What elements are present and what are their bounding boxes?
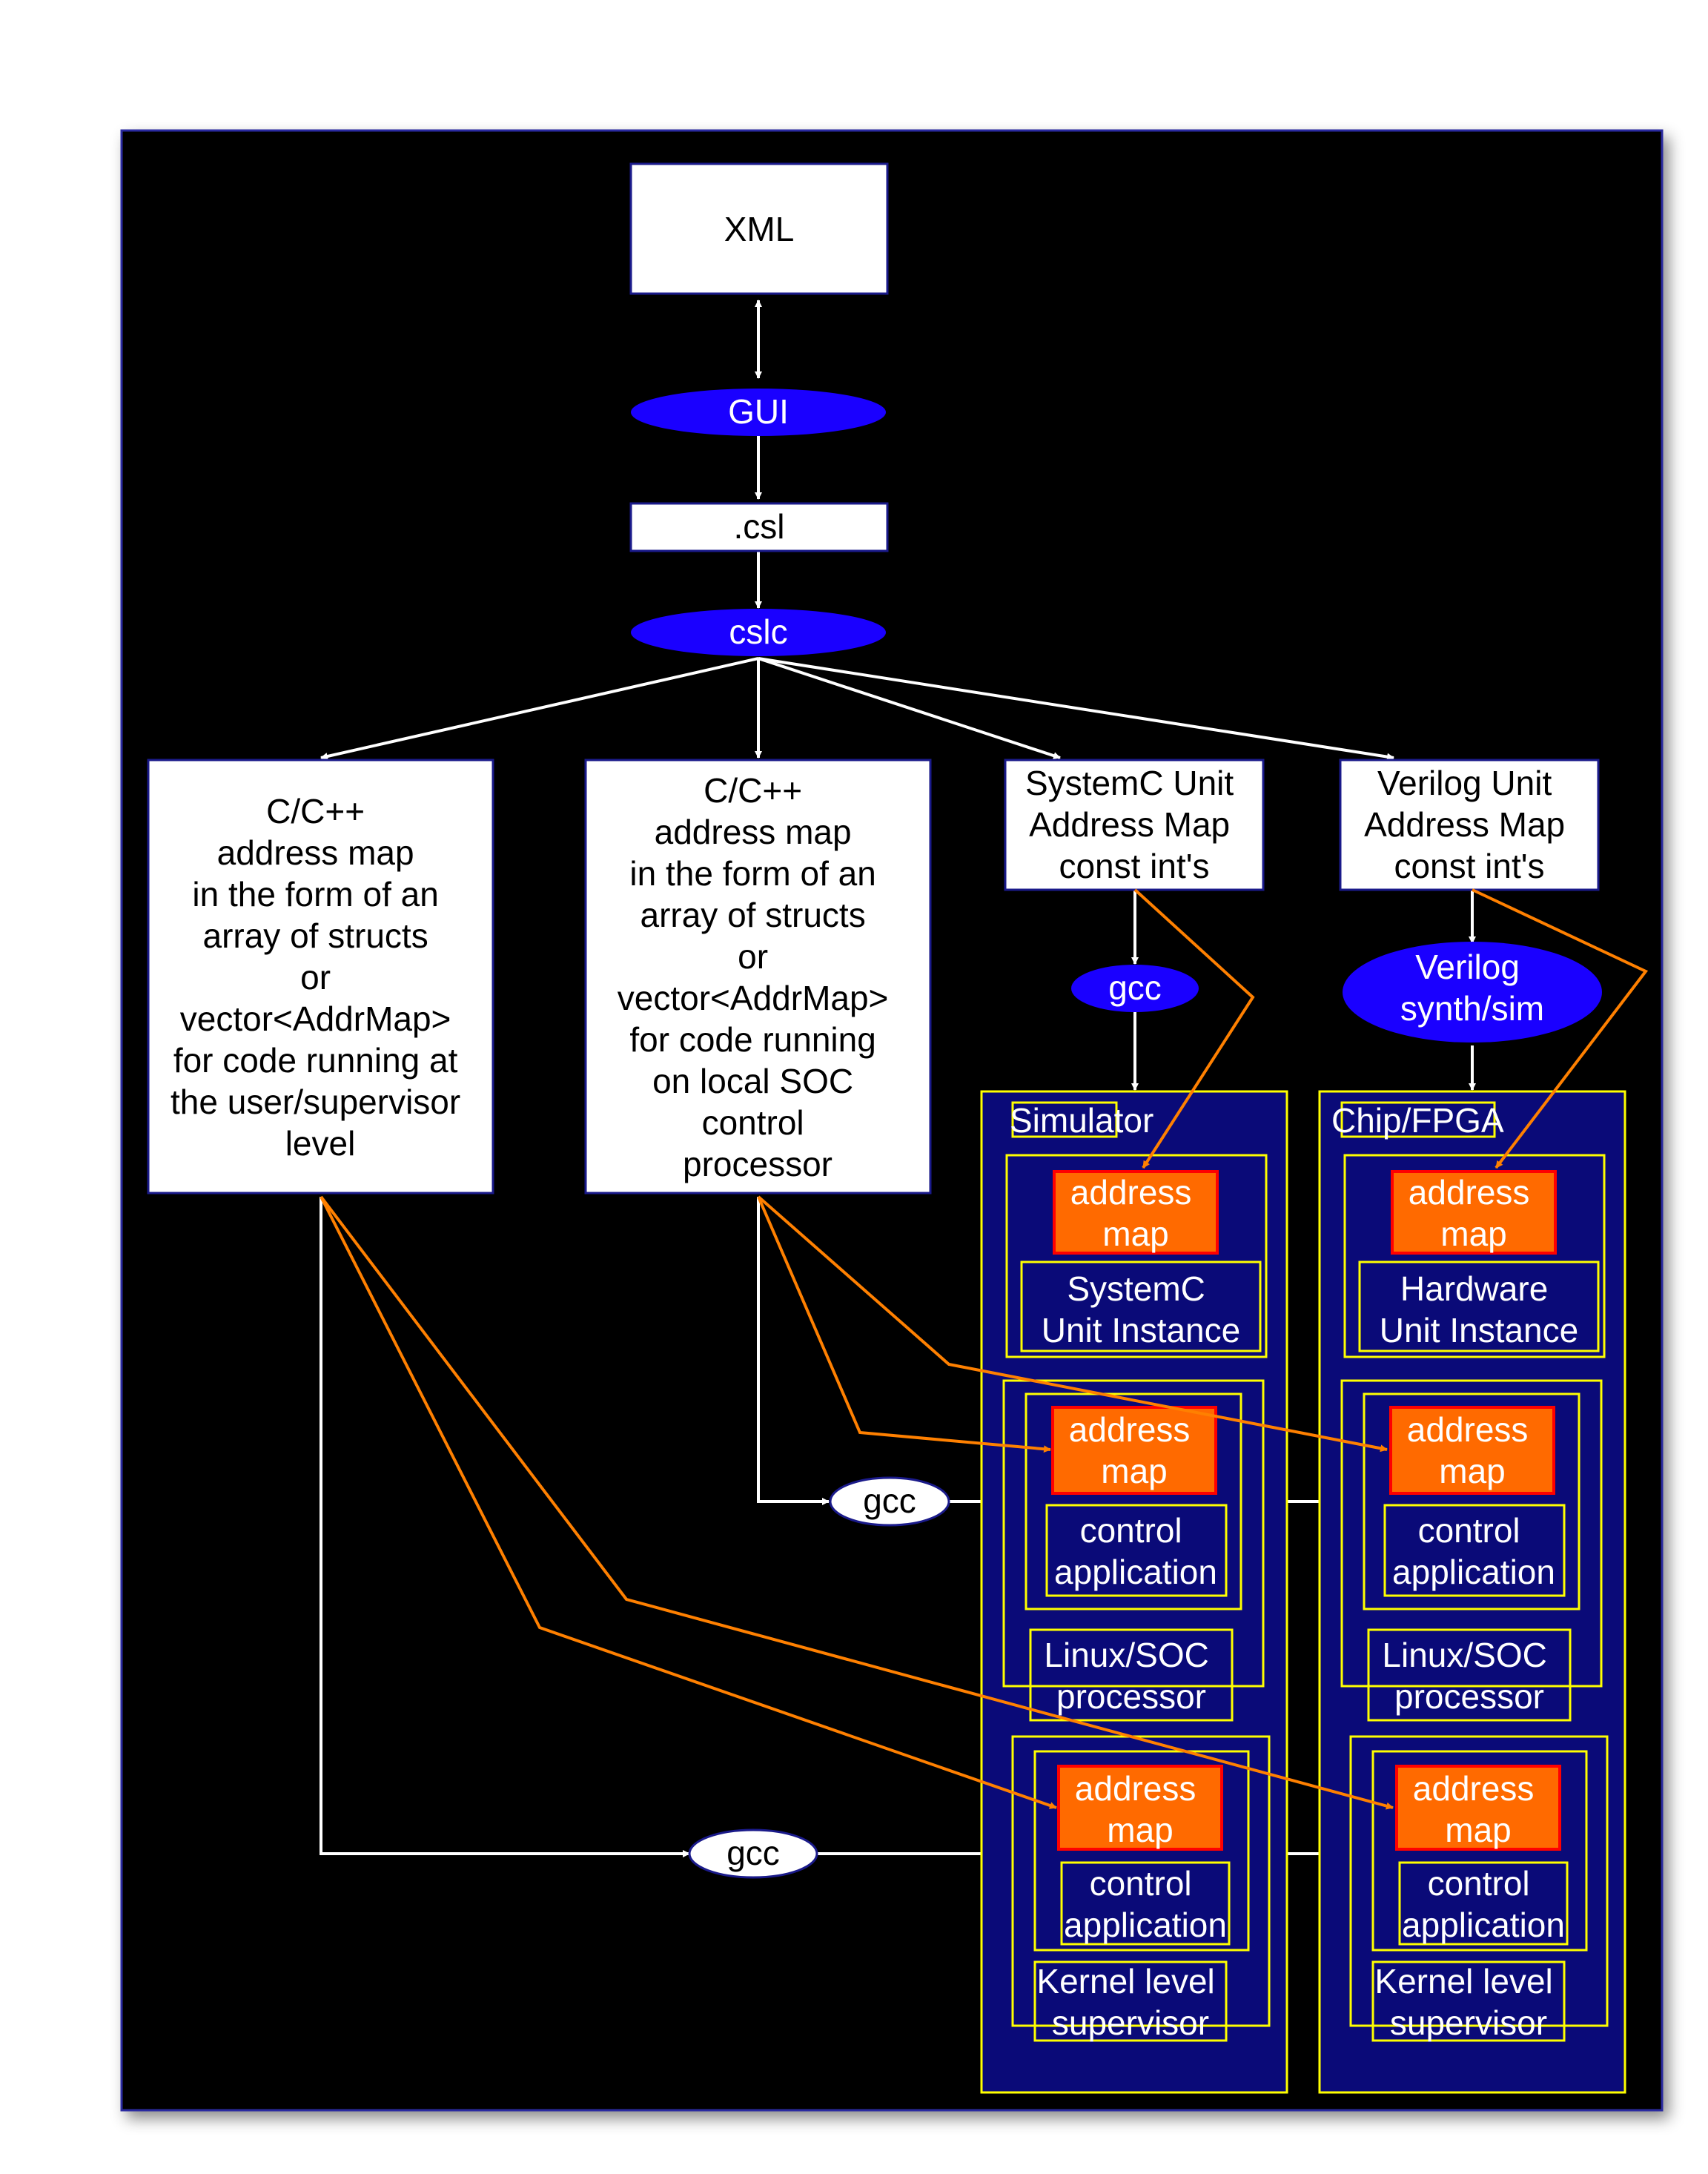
csl-node: .csl xyxy=(629,502,889,552)
sim-linux-proc-label: Linux/SOC processor xyxy=(1044,1636,1218,1716)
cpp-user-label: C/C++ address map in the form of an arra… xyxy=(171,792,470,1163)
chip-kernel-addrmap-label: address map xyxy=(1413,1769,1543,1849)
csl-label: .csl xyxy=(734,507,785,546)
gui-node: GUI xyxy=(631,389,886,436)
sim-unit-instance-label: SystemC Unit Instance xyxy=(1042,1269,1240,1349)
chip-unit-instance-label: Hardware Unit Instance xyxy=(1380,1269,1578,1349)
chip-title: Chip/FPGA xyxy=(1331,1101,1504,1140)
chip-unit-addrmap-label: address map xyxy=(1409,1173,1539,1253)
gui-label: GUI xyxy=(728,392,789,431)
simulator-frame: Simulator address map SystemC Unit Insta… xyxy=(980,1090,1288,2094)
verilog-addrmap-node: Verilog Unit Address Map const int's xyxy=(1339,759,1600,891)
sim-kernel-app-label: control application xyxy=(1064,1864,1227,1944)
systemc-addrmap-node: SystemC Unit Address Map const int's xyxy=(1004,759,1265,891)
gcc-sim-label: gcc xyxy=(1108,968,1162,1007)
chip-linux-app-label: control application xyxy=(1392,1511,1555,1591)
xml-node: XML xyxy=(629,162,889,295)
simulator-title: Simulator xyxy=(1010,1101,1153,1140)
chip-kernel-app-label: control application xyxy=(1402,1864,1565,1944)
gcc-low-node: gcc xyxy=(688,1828,818,1879)
gcc-mid-node: gcc xyxy=(829,1476,950,1527)
cpp-soc-label: C/C++ address map in the form of an arra… xyxy=(618,771,898,1183)
sim-linux-app-label: control application xyxy=(1054,1511,1217,1591)
chip-linux-proc-label: Linux/SOC processor xyxy=(1382,1636,1556,1716)
verilog-synth-label: Verilog synth/sim xyxy=(1400,948,1544,1028)
cpp-soc-addrmap-node: C/C++ address map in the form of an arra… xyxy=(584,759,932,1195)
cpp-user-addrmap-node: C/C++ address map in the form of an arra… xyxy=(147,759,494,1195)
chip-frame: Chip/FPGA address map Hardware Unit Inst… xyxy=(1318,1090,1626,2094)
sim-kernel-addrmap-label: address map xyxy=(1075,1769,1205,1849)
addrmap-links xyxy=(320,888,1649,1810)
gcc-low-label: gcc xyxy=(726,1834,780,1872)
sim-kernel-sup-label: Kernel level supervisor xyxy=(1036,1962,1224,2042)
chip-linux-addrmap-label: address map xyxy=(1407,1410,1537,1490)
gcc-sim-node: gcc xyxy=(1071,965,1199,1012)
gcc-mid-label: gcc xyxy=(863,1481,916,1520)
cslc-node: cslc xyxy=(631,609,886,656)
xml-label: XML xyxy=(724,210,795,248)
verilog-addrmap-label: Verilog Unit Address Map const int's xyxy=(1364,764,1575,885)
verilog-synth-node: Verilog synth/sim xyxy=(1343,942,1602,1043)
cslc-label: cslc xyxy=(729,612,787,651)
systemc-addrmap-label: SystemC Unit Address Map const int's xyxy=(1025,764,1243,885)
sim-linux-addrmap-label: address map xyxy=(1069,1410,1199,1490)
chip-kernel-sup-label: Kernel level supervisor xyxy=(1374,1962,1562,2042)
sim-unit-addrmap-label: address map xyxy=(1070,1173,1201,1253)
